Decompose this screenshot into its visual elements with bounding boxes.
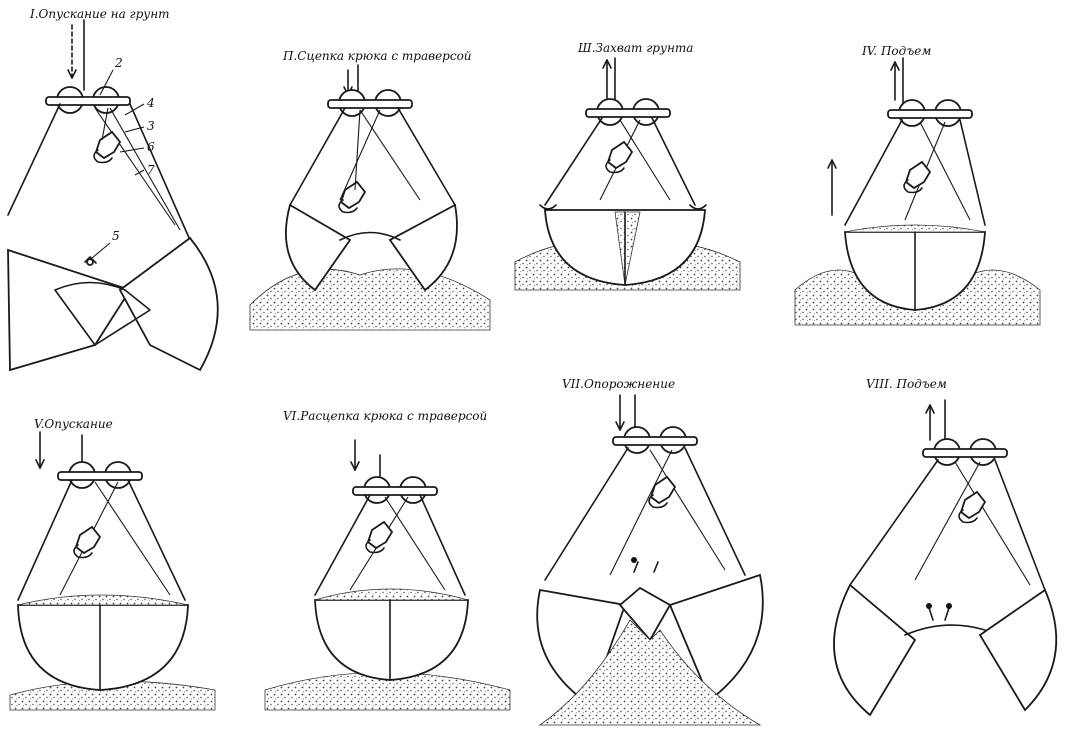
stage-2-label: П.Сцепка крюка с траверсой — [282, 49, 472, 63]
stage-5: V.Опускание — [9, 417, 216, 711]
stage-1-label: I.Опускание на грунт — [29, 7, 170, 21]
stage-6-label: VI.Расцепка крюка с траверсой — [283, 409, 487, 423]
callout-7: 7 — [147, 163, 155, 177]
stage-2: П.Сцепка крюка с траверсой — [249, 49, 491, 331]
stage-3-label: Ш.Захват грунта — [577, 41, 693, 55]
stage-4-label: IV. Подъем — [861, 44, 931, 58]
stage-6: VI.Расцепка крюка с траверсой — [264, 409, 511, 711]
callout-2: 2 — [114, 56, 123, 70]
stage-1: I.Опускание на грунт 2 4 3 6 7 5 — [7, 7, 219, 372]
callout-3: 3 — [147, 119, 155, 133]
callout-5: 5 — [112, 229, 120, 243]
stage-7-label: VII.Опорожнение — [562, 377, 675, 391]
stage-3: Ш.Захват грунта — [514, 41, 741, 291]
stage-8-label: VIII. Подъем — [866, 377, 947, 391]
callout-6: 6 — [147, 140, 155, 154]
stage-4: IV. Подъем — [794, 44, 1041, 326]
callout-4: 4 — [146, 96, 155, 110]
stage-5-label: V.Опускание — [34, 417, 113, 431]
stage-8: VIII. Подъем — [833, 377, 1058, 717]
stage-7: VII.Опорожнение — [536, 377, 764, 726]
